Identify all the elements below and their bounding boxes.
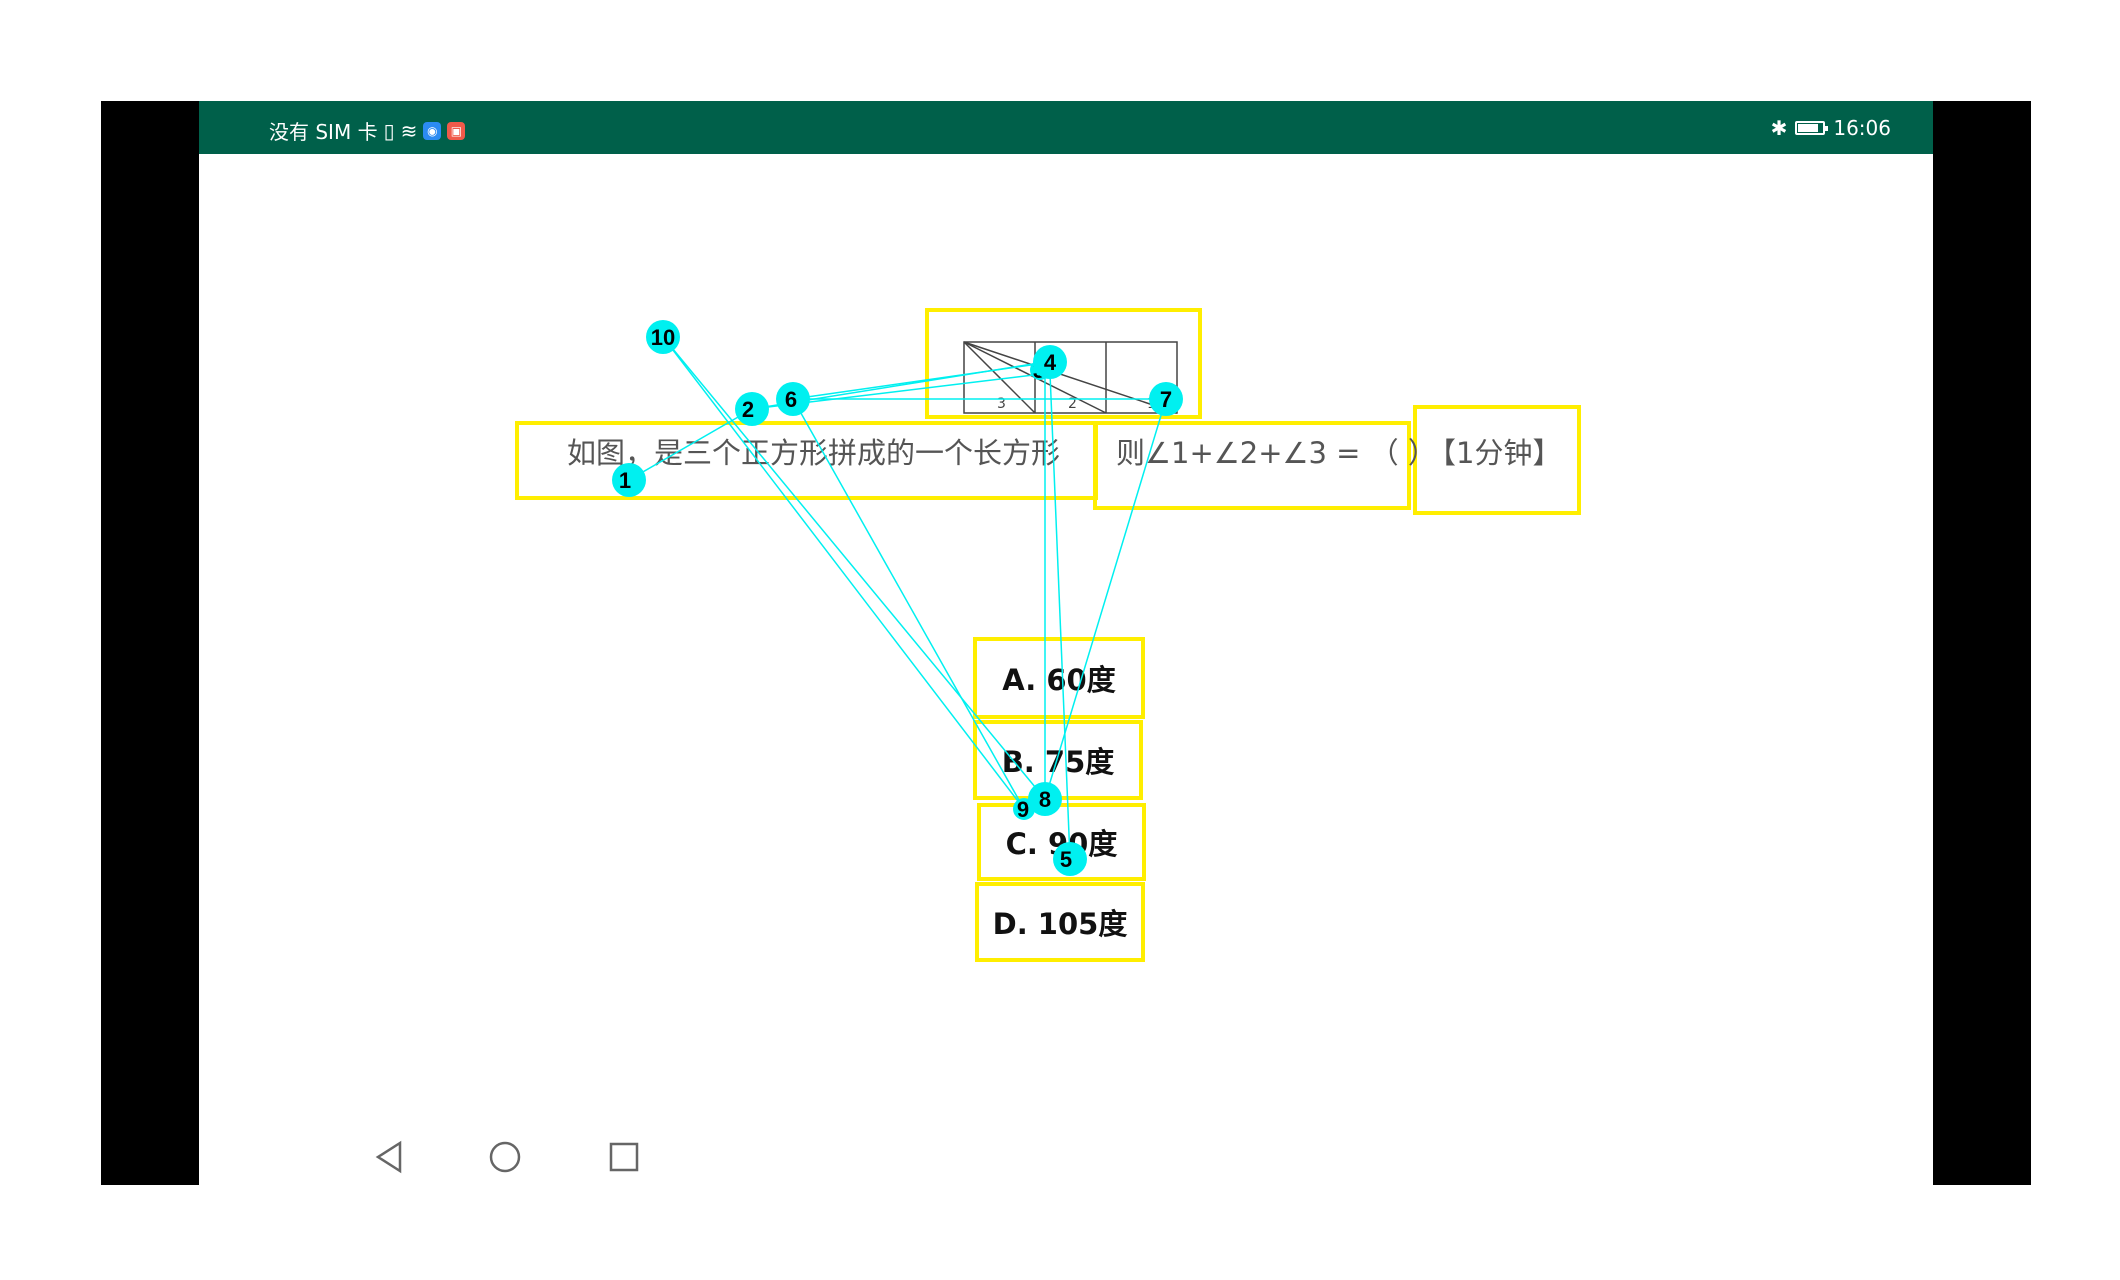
clock: 16:06 bbox=[1833, 116, 1891, 140]
option-c[interactable]: C. 90度 bbox=[977, 803, 1146, 881]
svg-text:8: 8 bbox=[1039, 787, 1051, 812]
back-icon[interactable] bbox=[370, 1137, 410, 1177]
bluetooth-icon: ✱ bbox=[1770, 116, 1788, 140]
marker-2: 2 bbox=[735, 392, 769, 426]
right-letterbox bbox=[1933, 101, 2031, 1185]
svg-text:5: 5 bbox=[1060, 847, 1072, 872]
sim-icon: ▯ bbox=[383, 118, 395, 143]
marker-4: 4 bbox=[1033, 345, 1067, 379]
home-icon[interactable] bbox=[485, 1137, 525, 1177]
status-left: 没有 SIM 卡 ▯ ≋ ◉ ▣ bbox=[269, 116, 466, 145]
option-a[interactable]: A. 60度 bbox=[973, 637, 1145, 719]
status-bar: 没有 SIM 卡 ▯ ≋ ◉ ▣ ✱ 16:06 bbox=[199, 101, 1933, 154]
question-time-hint: 【1分钟】 bbox=[1427, 436, 1562, 470]
question-text-part2: 则∠1+∠2+∠3 = （ ） bbox=[1116, 436, 1437, 470]
battery-icon bbox=[1795, 121, 1829, 135]
wifi-icon: ≋ bbox=[400, 118, 418, 143]
angle-label-3: 3 bbox=[997, 396, 1006, 412]
marker-5: 5 bbox=[1053, 842, 1087, 876]
image-notification-icon: ▣ bbox=[447, 121, 466, 140]
svg-text:7: 7 bbox=[1160, 387, 1172, 412]
svg-text:10: 10 bbox=[651, 325, 675, 350]
marker-8: 8 bbox=[1028, 782, 1062, 816]
angle-label-2: 2 bbox=[1068, 396, 1077, 412]
left-letterbox bbox=[101, 101, 199, 1185]
question-text-box-2[interactable] bbox=[1093, 421, 1411, 510]
marker-10: 10 bbox=[646, 320, 680, 354]
question-figure[interactable]: 3 2 1 bbox=[925, 308, 1202, 419]
question-text-part1: 如图，是三个正方形拼成的一个长方形 bbox=[567, 436, 1061, 470]
marker-7: 7 bbox=[1149, 382, 1183, 416]
svg-text:2: 2 bbox=[742, 397, 754, 422]
marker-9: 9 bbox=[1013, 797, 1035, 822]
three-squares-figure: 3 2 1 bbox=[963, 341, 1178, 414]
status-right: ✱ 16:06 bbox=[1771, 116, 1891, 140]
svg-text:1: 1 bbox=[619, 468, 631, 493]
carrier-text: 没有 SIM 卡 bbox=[269, 120, 378, 144]
svg-text:4: 4 bbox=[1044, 350, 1057, 375]
svg-text:6: 6 bbox=[785, 387, 797, 412]
marker-6: 6 bbox=[776, 382, 810, 416]
recents-icon[interactable] bbox=[604, 1137, 644, 1177]
app-notification-icon: ◉ bbox=[423, 121, 442, 140]
marker-1: 1 bbox=[612, 463, 646, 497]
question-time-box[interactable] bbox=[1413, 405, 1581, 515]
svg-text:9: 9 bbox=[1017, 797, 1029, 822]
option-d[interactable]: D. 105度 bbox=[975, 882, 1145, 962]
